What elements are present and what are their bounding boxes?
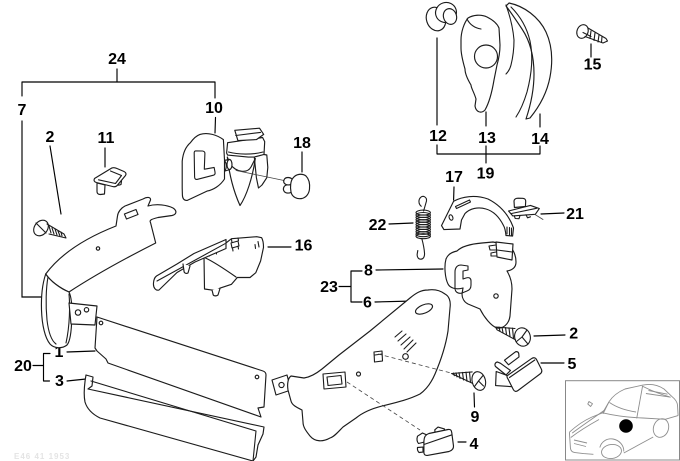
svg-text:22: 22 — [369, 217, 387, 234]
svg-text:12: 12 — [429, 128, 447, 145]
svg-text:19: 19 — [477, 166, 495, 183]
svg-text:21: 21 — [566, 206, 584, 223]
svg-text:11: 11 — [98, 130, 115, 147]
svg-text:E46 41 1953: E46 41 1953 — [14, 452, 70, 461]
svg-text:1: 1 — [55, 344, 64, 361]
svg-text:5: 5 — [568, 356, 577, 373]
svg-text:7: 7 — [18, 102, 27, 119]
svg-text:2: 2 — [569, 326, 578, 343]
svg-text:24: 24 — [108, 51, 126, 68]
svg-text:6: 6 — [363, 295, 372, 312]
svg-text:23: 23 — [320, 279, 338, 296]
svg-text:16: 16 — [295, 238, 313, 255]
svg-text:3: 3 — [55, 373, 64, 390]
svg-text:9: 9 — [471, 409, 480, 426]
svg-text:14: 14 — [531, 131, 549, 148]
svg-text:2: 2 — [46, 129, 55, 146]
svg-text:4: 4 — [470, 436, 479, 453]
svg-text:10: 10 — [205, 100, 223, 117]
svg-text:17: 17 — [445, 169, 463, 186]
svg-text:20: 20 — [14, 358, 32, 375]
svg-text:15: 15 — [584, 57, 602, 74]
svg-text:8: 8 — [364, 263, 373, 280]
svg-text:13: 13 — [478, 130, 496, 147]
svg-text:18: 18 — [293, 135, 311, 152]
